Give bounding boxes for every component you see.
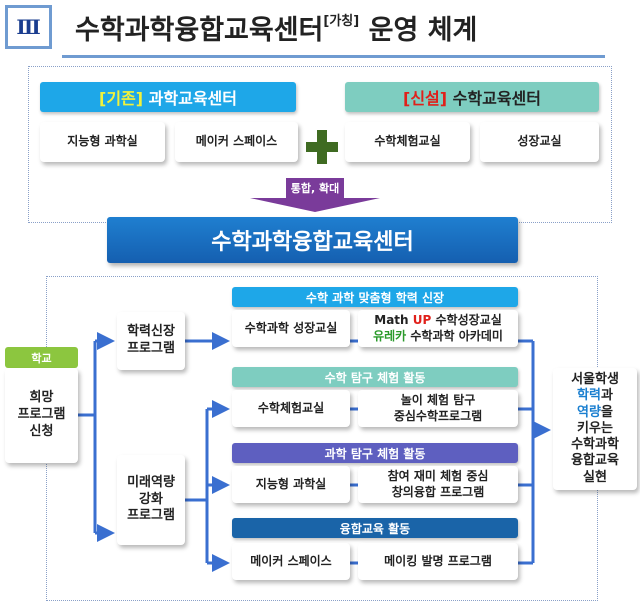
existing-item: 메이커 스페이스 [175,122,298,162]
section-right-box: 놀이 체험 탐구 중심수학프로그램 [358,390,518,427]
new-center-header: [신설] 수학교육센터 [345,82,599,112]
section-header: 융합교육 활동 [232,518,518,538]
new-item: 수학체험교실 [345,122,470,162]
section-header: 수학 과학 맞춤형 학력 신장 [232,287,518,307]
right-text: Math [374,312,413,327]
merge-label: 통합, 확대 [290,182,340,195]
title-sup: [가칭] [323,14,360,29]
school-tag: 학교 [5,347,78,368]
existing-center-header: [기존] 과학교육센터 [40,82,296,112]
section-right-box: 참여 재미 체험 중심 창의융합 프로그램 [358,466,518,503]
new-name: 수학교육센터 [447,89,541,108]
outcome-line: 을 [600,404,613,420]
right-text-up: UP [412,312,432,327]
new-item: 성장교실 [480,122,599,162]
section-header: 과학 탐구 체험 활동 [232,443,518,463]
outcome-highlight: 역량 [577,404,601,420]
program-box: 미래역량 강화 프로그램 [117,455,185,545]
existing-item: 지능형 과학실 [40,122,165,162]
outcome-highlight: 학력 [577,388,601,404]
plus-icon [306,130,338,164]
title-underline [62,55,605,58]
outcome-line: 서울학생 [571,372,619,388]
title-rest: 운영 체계 [359,15,478,46]
section-left-box: 메이커 스페이스 [232,543,350,580]
apply-box: 희망 프로그램 신청 [5,368,78,463]
merged-center-banner: 수학과학융합교육센터 [107,217,518,263]
existing-tag: [기존] [99,89,144,108]
page-title: 수학과학융합교육센터[가칭] 운영 체계 [75,8,477,47]
section-left-box: 수학과학 성장교실 [232,310,350,347]
section-right-box: 메이킹 발명 프로그램 [358,543,518,580]
title-main: 수학과학융합교육센터 [75,15,324,46]
program-box: 학력신장 프로그램 [117,312,185,370]
section-left-box: 지능형 과학실 [232,466,350,503]
merge-arrow: 통합, 확대 [250,178,380,212]
section-header: 수학 탐구 체험 활동 [232,367,518,387]
new-tag: [신설] [403,89,448,108]
right-text: 수학과학 아카데미 [406,328,503,343]
outcome-line: 키우는 수학과학 융합교육 실현 [571,420,619,485]
right-text-eureka: 유레카 [373,328,407,343]
existing-name: 과학교육센터 [143,89,237,108]
outcome-line: 과 [600,388,613,404]
outcome-box: 서울학생 학력과 역량을 키우는 수학과학 융합교육 실현 [553,368,637,490]
section-left-box: 수학체험교실 [232,390,350,427]
section-number-box: Ⅲ [5,5,52,49]
right-text: 수학성장교실 [431,312,502,327]
section-right-box: Math UP 수학성장교실 유레카 수학과학 아카데미 [358,310,518,347]
